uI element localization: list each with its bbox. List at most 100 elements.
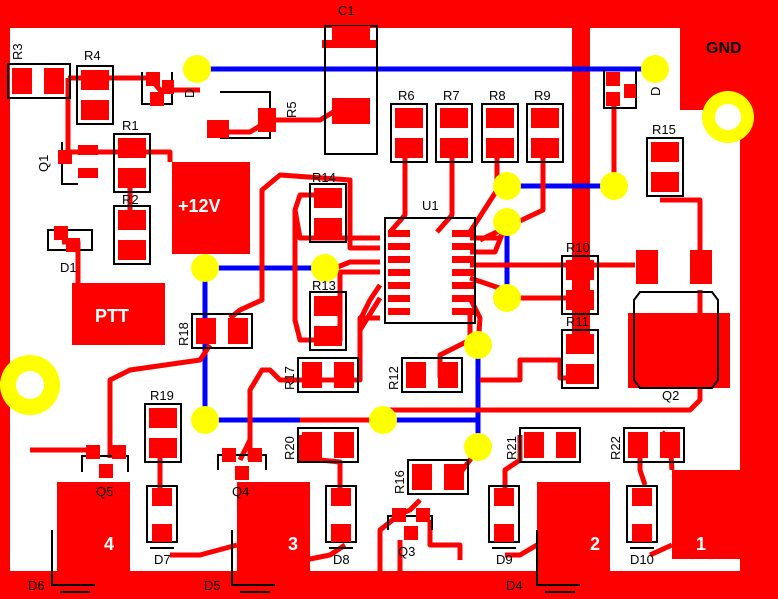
r20-footprint: [297, 427, 359, 463]
via: [311, 254, 339, 282]
capacitor-c1: [324, 25, 378, 155]
label-r20: R20: [282, 436, 297, 460]
d10-footprint: [626, 485, 658, 549]
ic-u1: [384, 217, 476, 324]
label-r1: R1: [122, 118, 139, 133]
label-q5: Q5: [96, 484, 113, 499]
small-footprints: [47, 70, 637, 540]
via: [600, 172, 628, 200]
label-d5: D5: [204, 578, 221, 593]
via: [464, 331, 492, 359]
label-gnd: GND: [706, 40, 742, 57]
label-d6: D6: [28, 578, 45, 593]
large-footprints: [51, 250, 719, 593]
via: [493, 284, 521, 312]
led-footprints: [146, 485, 658, 549]
r13-footprint: [309, 291, 347, 351]
label-r22: R22: [608, 436, 623, 460]
label-d7: D7: [154, 552, 171, 567]
label-u1: U1: [422, 198, 439, 213]
r22-footprint: [623, 427, 685, 463]
via: [191, 254, 219, 282]
label-r21: R21: [504, 436, 519, 460]
label-out2: 2: [590, 534, 600, 554]
r14-footprint: [309, 183, 347, 243]
d6-footprint: [51, 530, 95, 593]
label-r15: R15: [652, 122, 676, 137]
label-r19: R19: [150, 388, 174, 403]
label-q1: Q1: [36, 155, 51, 172]
r10-footprint: [561, 255, 599, 315]
label-d8: D8: [333, 552, 350, 567]
q4-footprint: [217, 448, 267, 480]
r3-footprint: [7, 63, 71, 99]
r19-footprint: [144, 403, 182, 463]
r5-footprint: [207, 91, 276, 139]
q1-footprint: [58, 142, 98, 185]
copper-pours: [57, 28, 740, 571]
via: [493, 172, 521, 200]
d-top-right-footprint: [603, 70, 637, 109]
r8-footprint: [481, 103, 519, 163]
label-r17: R17: [282, 366, 297, 390]
label-out1: 1: [696, 534, 706, 554]
label-r2: R2: [122, 192, 139, 207]
label-r10: R10: [566, 240, 590, 255]
label-r13: R13: [312, 278, 336, 293]
r7-footprint: [435, 103, 473, 163]
label-q2: Q2: [662, 388, 679, 403]
d9-footprint: [488, 485, 520, 549]
label-d-top-right: D: [648, 87, 663, 96]
label-c1: C1: [338, 3, 355, 18]
via: [493, 208, 521, 236]
r2-footprint: [113, 205, 151, 265]
label-r12: R12: [386, 366, 401, 390]
silkscreen-labels: C1 R3 R4 D R5 R6 R7 R8 R9 D GND R1 Q1 R2…: [10, 3, 742, 593]
label-r7: R7: [443, 88, 460, 103]
label-r14: R14: [312, 170, 336, 185]
label-d4: D4: [506, 578, 523, 593]
r11-footprint: [561, 329, 599, 389]
r9-footprint: [526, 103, 564, 163]
label-r4: R4: [84, 48, 101, 63]
via: [464, 433, 492, 461]
q2-footprint: [633, 250, 719, 389]
via: [191, 406, 219, 434]
label-plus: +: [343, 128, 354, 148]
r16-footprint: [407, 459, 469, 495]
r18-footprint: [191, 313, 253, 349]
via: [183, 55, 211, 83]
label-out4: 4: [104, 534, 114, 554]
label-r5: R5: [284, 101, 299, 118]
d8-footprint: [325, 485, 357, 549]
r4-footprint: [76, 65, 114, 125]
label-12v: +12V: [178, 196, 221, 216]
label-d1: D1: [60, 260, 77, 275]
label-q3: Q3: [398, 544, 415, 559]
label-r16: R16: [392, 470, 407, 494]
d1-footprint: [47, 226, 93, 252]
label-r11: R11: [566, 314, 589, 329]
r6-footprint: [390, 103, 428, 163]
r15-footprint: [646, 137, 684, 197]
r12-footprint: [401, 357, 463, 393]
label-ptt: PTT: [95, 306, 129, 326]
label-r9: R9: [534, 88, 551, 103]
q3-footprint: [387, 508, 433, 540]
resistor-footprints-horizontal: [7, 63, 685, 495]
label-d-top: D: [182, 89, 197, 98]
via: [369, 406, 397, 434]
resistor-footprints: [76, 65, 684, 463]
r17-footprint: [297, 357, 359, 393]
label-r6: R6: [398, 88, 415, 103]
r21-footprint: [519, 427, 581, 463]
d7-footprint: [146, 485, 178, 549]
label-q4: Q4: [232, 484, 249, 499]
label-d10: D10: [630, 552, 654, 567]
vias: [183, 55, 669, 461]
label-r8: R8: [489, 88, 506, 103]
label-d9: D9: [496, 552, 513, 567]
label-r3: R3: [10, 43, 25, 60]
d5-footprint: [231, 530, 275, 593]
